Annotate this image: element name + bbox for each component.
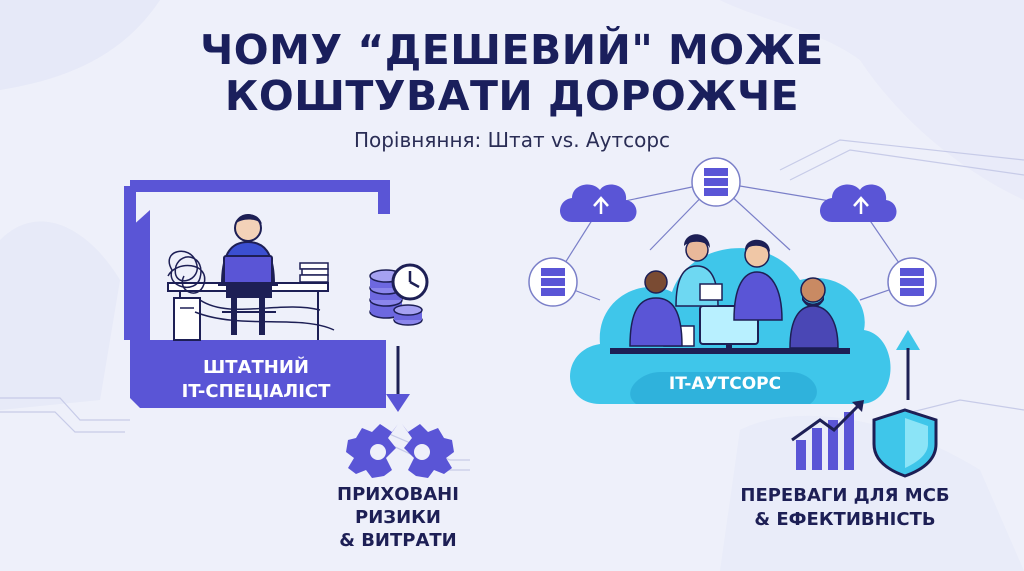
benefits-line-1: ПЕРЕВАГИ ДЛЯ МСБ: [740, 485, 950, 506]
outsource-label: IT-АУТСОРС: [668, 374, 782, 394]
page-title-line-2: КОШТУВАТИ ДОРОЖЧЕ: [224, 72, 800, 120]
broken-gear-icon: [346, 424, 454, 478]
cloud-upload-icon: [560, 184, 637, 222]
shield-icon: [872, 408, 938, 478]
benefits-line-2: & ЕФЕКТИВНІСТЬ: [754, 509, 936, 530]
hidden-risks-line-2: РИЗИКИ: [355, 507, 441, 528]
hidden-risks-line-1: ПРИХОВАНІ: [337, 484, 459, 505]
up-arrow-icon: [896, 330, 920, 400]
clock-icon: [391, 263, 429, 301]
growth-chart-icon: [791, 400, 864, 470]
team-icon: [610, 234, 850, 354]
circuit-lines: [0, 139, 1024, 471]
hidden-risks-caption: ПРИХОВАНІ РИЗИКИ & ВИТРАТИ: [318, 483, 478, 552]
developer-at-desk-icon: [167, 214, 329, 341]
page-title-line-1: ЧОМУ “ДЕШЕВИЙ" МОЖЕ: [200, 26, 824, 74]
staff-label-line-2: IT-СПЕЦІАЛІСТ: [181, 381, 331, 402]
server-icon-left: [528, 257, 578, 307]
staff-label-box: [130, 340, 386, 408]
staff-label: ШТАТНИЙ IT-СПЕЦІАЛІСТ: [134, 356, 378, 404]
server-icon: [691, 157, 741, 207]
staff-panel: [124, 180, 390, 408]
benefits-caption: ПЕРЕВАГИ ДЛЯ МСБ & ЕФЕКТИВНІСТЬ: [720, 484, 970, 532]
tangled-cables-icon: [167, 250, 335, 331]
server-icon-right: [887, 257, 937, 307]
hidden-risks-line-3: & ВИТРАТИ: [339, 530, 457, 551]
cloud-upload-icon-2: [820, 184, 897, 222]
page-subtitle: Порівняння: Штат vs. Аутсорс: [353, 128, 671, 152]
staff-label-line-1: ШТАТНИЙ: [203, 357, 309, 378]
down-arrow-icon: [386, 346, 410, 412]
